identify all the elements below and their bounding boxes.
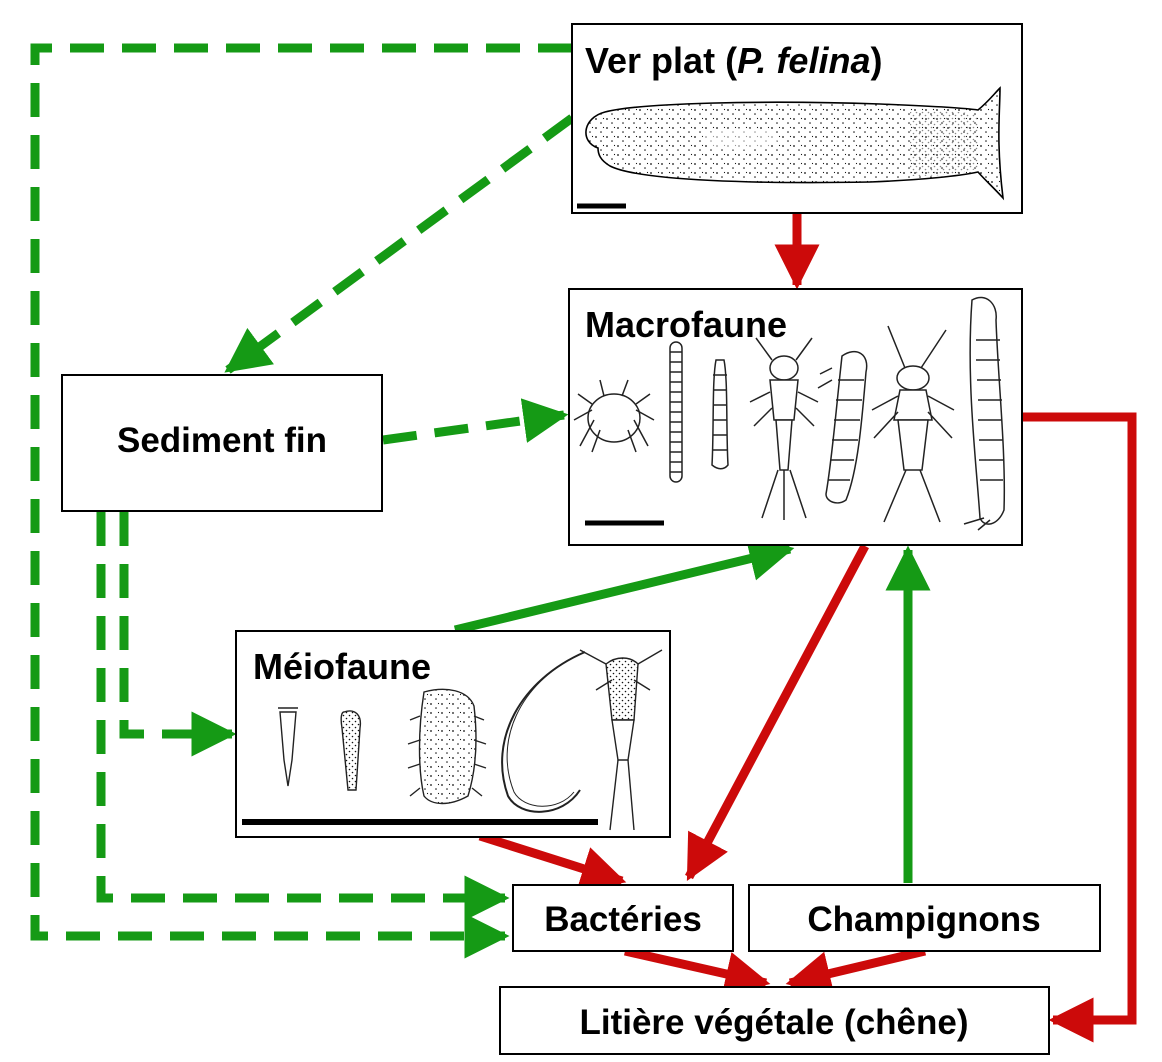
gastrotrich-drawing <box>340 710 362 791</box>
bacteria-label: Bactéries <box>544 900 702 939</box>
link-sediment-to-meiofauna <box>119 512 237 757</box>
segmented-worm-drawing <box>669 341 683 483</box>
node-bacteria: Bactéries <box>512 884 734 952</box>
caddis-larva-drawing <box>963 296 1006 531</box>
node-macrofauna: Macrofaune <box>568 288 1023 546</box>
link-flatworm-to-sediment <box>224 114 575 374</box>
link-flatworm-to-bacteria <box>30 43 572 959</box>
stonefly-nymph-drawing <box>871 325 955 523</box>
link-meiofauna-to-bacteria <box>478 831 627 891</box>
links-layer <box>30 43 1137 1043</box>
link-sediment-to-macrofauna <box>382 398 569 445</box>
link-macrofauna-to-litter <box>1022 412 1137 1043</box>
fine-sediment-label: Sediment fin <box>117 421 327 460</box>
fungi-label: Champignons <box>807 900 1040 939</box>
link-fungi-to-litter <box>785 946 927 996</box>
nematode-drawing <box>501 651 586 813</box>
meiofauna-label: Méiofaune <box>253 646 431 687</box>
node-flatworm: Ver plat (P. felina) <box>571 23 1023 214</box>
rotifer-drawing <box>278 707 298 787</box>
macroinvertebrate-drawings <box>573 296 1006 531</box>
beetle-larva-drawing <box>817 351 868 504</box>
node-fine-sediment: Sediment fin <box>61 374 383 512</box>
tardigrade-drawing <box>407 688 487 805</box>
flatworm-label: Ver plat (P. felina) <box>585 40 882 81</box>
mayfly-nymph-drawing <box>749 337 819 520</box>
copepod-drawing <box>579 649 663 831</box>
node-leaf-litter: Litière végétale (chêne) <box>499 986 1050 1055</box>
leaf-litter-label: Litière végétale (chêne) <box>579 1003 968 1042</box>
node-meiofauna: Méiofaune <box>235 630 671 838</box>
link-bacteria-to-litter <box>624 946 771 996</box>
meiofauna-drawings <box>278 649 663 831</box>
link-macrofauna-to-bacteria <box>685 543 869 881</box>
link-sediment-to-bacteria <box>96 512 510 921</box>
mite-drawing <box>573 379 655 453</box>
macrofauna-label: Macrofaune <box>585 304 787 345</box>
larva-drawing <box>711 359 729 470</box>
node-fungi: Champignons <box>748 884 1101 952</box>
link-meiofauna-to-macrofauna <box>453 536 795 635</box>
flatworm-drawing <box>585 86 1005 201</box>
